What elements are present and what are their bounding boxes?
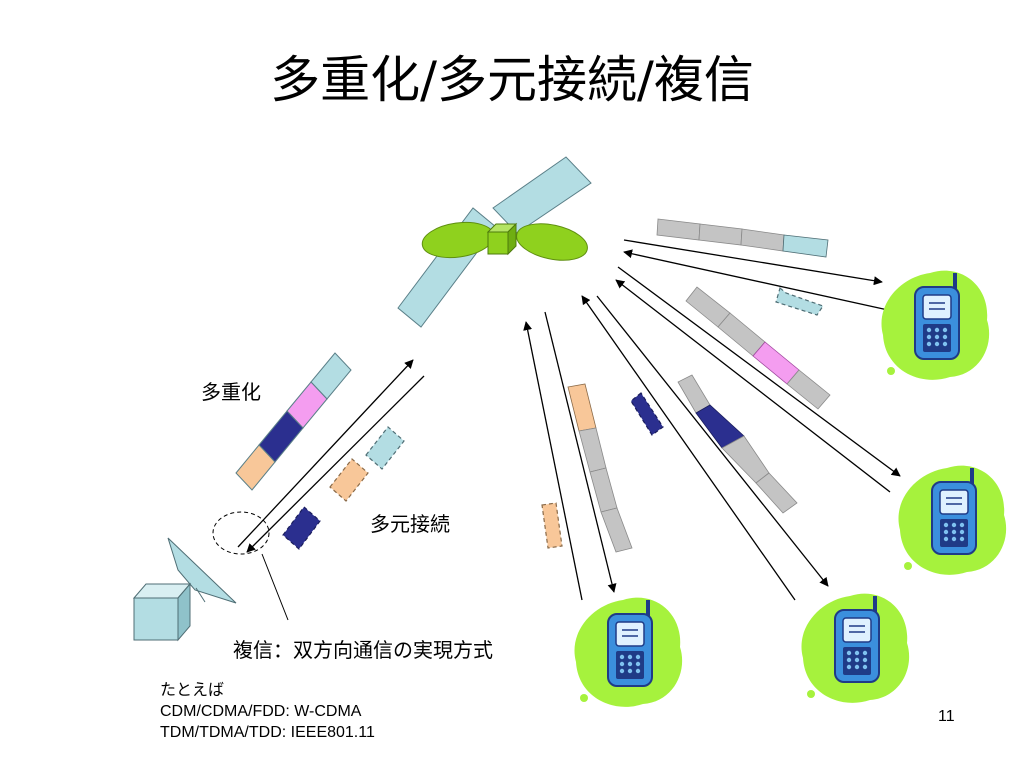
examples-heading: たとえば [160, 682, 225, 699]
phone-icon-top-right [880, 269, 991, 381]
access-block-vertical [541, 502, 563, 549]
ground-station-icon [132, 537, 237, 642]
duplex-focus-ellipse [212, 511, 270, 555]
page-number: 11 [938, 708, 955, 725]
access-blocks-ground [282, 426, 405, 550]
satellite-icon [397, 156, 592, 328]
phone-icon-bottom-right [800, 592, 911, 704]
label-multiple-access: 多元接続 [370, 512, 450, 536]
examples-line-2: TDM/TDMA/TDD: IEEE801.11 [160, 724, 375, 741]
label-multiplexing: 多重化 [201, 380, 261, 404]
ground-link-arrows [237, 359, 425, 553]
slide-title: 多重化/多元接続/複信 [270, 51, 754, 109]
frame-bar-mid [685, 286, 831, 410]
frame-bar-top [656, 218, 829, 258]
multiplex-bar [235, 352, 352, 491]
examples-note: たとえば CDM/CDMA/FDD: W-CDMA TDM/TDMA/TDD: … [160, 680, 375, 743]
duplex-callout-line [261, 553, 289, 621]
frame-bar-low [677, 374, 798, 514]
access-block-mid [630, 392, 664, 436]
access-block-top [775, 286, 824, 316]
phone-link-arrows [523, 239, 901, 601]
label-duplex: 複信：双方向通信の実現方式 [233, 638, 493, 662]
phone-icon-bottom-center [573, 596, 684, 708]
frame-bar-vertical [567, 383, 633, 553]
examples-line-1: CDM/CDMA/FDD: W-CDMA [160, 703, 362, 720]
phone-icon-mid-right [897, 464, 1008, 576]
